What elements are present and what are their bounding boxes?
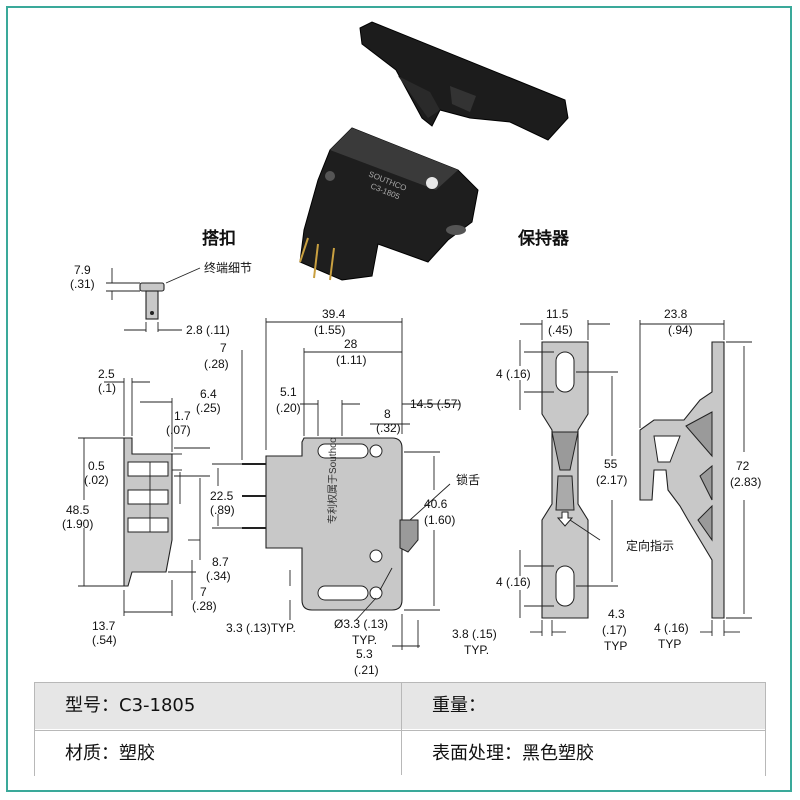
dim-2-8: 2.8 (.11) bbox=[186, 323, 230, 337]
technical-drawing: SOUTHCO C3-1805 搭扣 保持器 7.9 (.31) 终端细节 2.… bbox=[62, 21, 761, 677]
dim-4c-typ: TYP bbox=[658, 637, 681, 651]
dim-6-4: 6.4 bbox=[200, 387, 217, 401]
title-latch: 搭扣 bbox=[202, 228, 236, 249]
callout-orient: 定向指示 bbox=[626, 538, 674, 553]
dim-8-7: 8.7 bbox=[212, 555, 229, 569]
dim-4c: 4 (.16) bbox=[654, 621, 689, 635]
dim-3-8: 3.8 (.15) bbox=[452, 627, 497, 641]
dim-7a: 7 bbox=[220, 341, 227, 355]
spec-row: 型号：C3-1805 重量： bbox=[35, 683, 765, 729]
spec-finish: 表面处理：黑色塑胶 bbox=[432, 743, 594, 764]
dim-7-9-in: (.31) bbox=[70, 277, 95, 291]
dim-39-4: 39.4 bbox=[322, 307, 346, 321]
dim-11-5: 11.5 bbox=[546, 307, 569, 321]
dim-13-7: 13.7 bbox=[92, 619, 116, 633]
dim-7b-in: (.28) bbox=[192, 599, 217, 613]
dim-23-8-in: (.94) bbox=[668, 323, 693, 337]
dim-28: 28 bbox=[344, 337, 358, 351]
dim-22-5-in: (.89) bbox=[210, 503, 235, 517]
dim-phi-typ: TYP. bbox=[352, 633, 377, 647]
dim-7b: 7 bbox=[200, 585, 207, 599]
dim-40-6-in: (1.60) bbox=[424, 513, 455, 527]
latch-front-view bbox=[212, 318, 460, 650]
image-frame bbox=[6, 6, 792, 792]
spec-divider bbox=[401, 683, 402, 775]
dim-4-3: 4.3 bbox=[608, 607, 625, 621]
dim-5-1: 5.1 bbox=[280, 385, 297, 399]
dim-5-3-in: (.21) bbox=[354, 663, 379, 677]
dim-5-3: 5.3 bbox=[356, 647, 373, 661]
dim-6-4-in: (.25) bbox=[196, 401, 221, 415]
dim-0-5: 0.5 bbox=[88, 459, 105, 473]
dim-2-5: 2.5 bbox=[98, 367, 115, 381]
dim-23-8: 23.8 bbox=[664, 307, 688, 321]
dim-4-3-typ: TYP bbox=[604, 639, 627, 653]
dim-72-in: (2.83) bbox=[730, 475, 761, 489]
dim-8: 8 bbox=[384, 407, 391, 421]
keeper-side-view bbox=[639, 320, 752, 636]
dim-13-7-in: (.54) bbox=[92, 633, 117, 647]
dim-4-3-in: (.17) bbox=[602, 623, 627, 637]
dim-8-7-in: (.34) bbox=[206, 569, 231, 583]
spec-weight: 重量： bbox=[432, 695, 486, 716]
keeper-front-view bbox=[519, 320, 618, 636]
callout-tongue: 锁舌 bbox=[456, 472, 480, 487]
dim-7a-in: (.28) bbox=[204, 357, 229, 371]
product-photo: SOUTHCO C3-1805 bbox=[299, 21, 569, 281]
dim-55-in: (2.17) bbox=[596, 473, 627, 487]
body-text: 专利权属于Southco bbox=[326, 437, 339, 524]
spec-model: 型号：C3-1805 bbox=[65, 695, 196, 716]
dim-0-5-in: (.02) bbox=[84, 473, 109, 487]
dim-48-5: 48.5 bbox=[66, 503, 90, 517]
photo-keeper bbox=[359, 21, 569, 141]
dim-14-5: 14.5 (.57) bbox=[410, 397, 461, 411]
latch-side-view bbox=[78, 378, 210, 616]
dim-48-5-in: (1.90) bbox=[62, 517, 93, 531]
dim-3-8-typ: TYP. bbox=[464, 643, 489, 657]
dim-4a: 4 (.16) bbox=[496, 367, 531, 381]
spec-row: 材质：塑胶 表面处理：黑色塑胶 bbox=[35, 730, 765, 777]
title-keeper: 保持器 bbox=[517, 228, 570, 249]
spec-material: 材质：塑胶 bbox=[65, 743, 155, 764]
dim-39-4-in: (1.55) bbox=[314, 323, 345, 337]
dim-28-in: (1.11) bbox=[336, 353, 366, 367]
dim-55: 55 bbox=[604, 457, 618, 471]
dim-7-9: 7.9 bbox=[74, 263, 91, 277]
dim-5-1-in: (.20) bbox=[276, 401, 301, 415]
dim-22-5: 22.5 bbox=[210, 489, 234, 503]
spec-table: 型号：C3-1805 重量： 材质：塑胶 表面处理：黑色塑胶 bbox=[34, 682, 766, 777]
dim-8-in: (.32) bbox=[376, 421, 401, 435]
dim-40-6: 40.6 bbox=[424, 497, 448, 511]
dim-2-5-in: (.1) bbox=[98, 381, 116, 395]
callout-terminal-detail: 终端细节 bbox=[204, 260, 252, 275]
terminal-detail bbox=[106, 267, 201, 332]
dim-72: 72 bbox=[736, 459, 750, 473]
dim-3-3-typ: 3.3 (.13)TYP. bbox=[226, 621, 296, 635]
dim-1-7-in: (.07) bbox=[166, 423, 191, 437]
dim-4b: 4 (.16) bbox=[496, 575, 531, 589]
dim-phi-3-3: Ø3.3 (.13) bbox=[334, 617, 388, 631]
dim-1-7: 1.7 bbox=[174, 409, 191, 423]
dim-11-5-in: (.45) bbox=[548, 323, 573, 337]
